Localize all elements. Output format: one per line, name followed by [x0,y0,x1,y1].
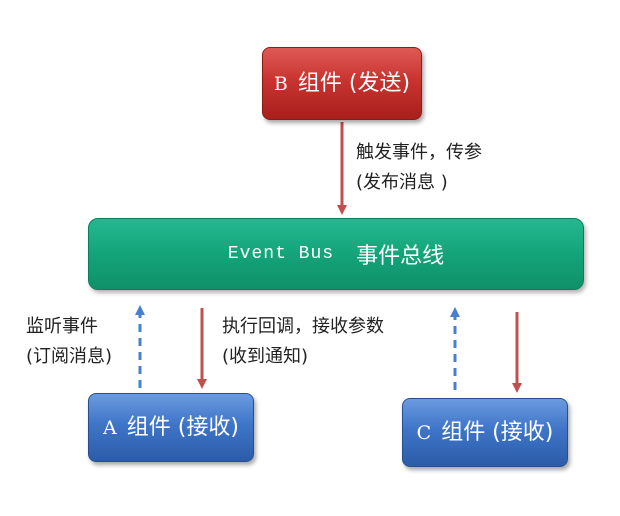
trigger-note-line2: (发布消息 ) [356,172,448,193]
receiver-c-label: C 组件 (接收) [413,419,557,447]
event-bus-label-en: Event Bus [227,244,335,264]
receiver-component-c: C 组件 (接收) [402,398,568,467]
trigger-note: 触发事件，传参 (发布消息 ) [356,138,482,198]
sender-label: B 组件 (发送) [272,70,411,98]
node-text: 组件 (接收) [126,414,239,440]
trigger-note-line1: 触发事件，传参 [356,142,482,163]
listen-note: 监听事件 (订阅消息) [26,312,112,372]
listen-note-line2: (订阅消息) [26,346,113,367]
node-letter: A [103,416,117,439]
event-bus-label-zh: 事件总线 [356,244,445,269]
receiver-a-label: A 组件 (接收) [99,414,243,442]
node-letter: B [273,72,288,95]
callback-note: 执行回调，接收参数 (收到通知) [222,312,384,372]
node-letter: C [416,421,432,444]
listen-note-line1: 监听事件 [26,316,98,337]
sender-component-b: B 组件 (发送) [262,47,422,120]
node-text: 组件 (接收) [441,419,554,445]
event-bus: Event Bus 事件总线 [88,218,584,290]
callback-note-line1: 执行回调，接收参数 [222,316,384,337]
node-text: 组件 (发送) [297,70,411,96]
callback-note-line2: (收到通知) [222,346,309,367]
receiver-component-a: A 组件 (接收) [88,393,254,462]
